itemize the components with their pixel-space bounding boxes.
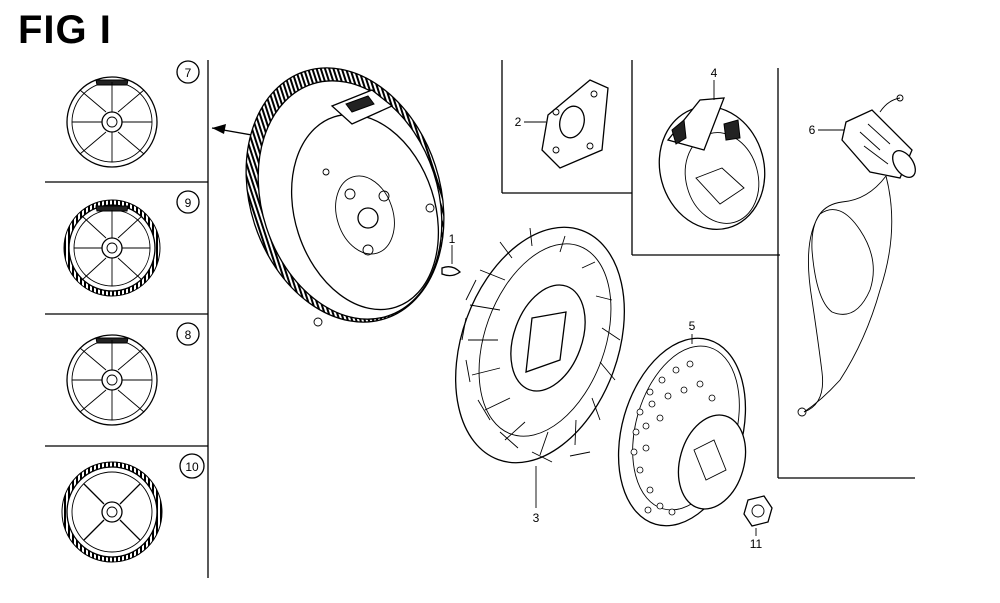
callout-11: 11 — [750, 537, 763, 551]
flywheel-main — [245, 67, 445, 327]
part-4-starter-cup — [658, 80, 766, 231]
callout-2: 2 — [515, 115, 522, 129]
callout-3: 3 — [533, 511, 540, 525]
flywheel-variant-7 — [66, 76, 158, 168]
callout-10-circle — [179, 453, 205, 479]
callout-7: 7 — [185, 66, 192, 80]
callout-4: 4 — [711, 66, 718, 80]
callout-5: 5 — [689, 319, 696, 333]
figure-title: FIG I — [18, 8, 112, 52]
part-1-key — [441, 245, 461, 277]
part-3-fan — [455, 226, 625, 508]
part-6-starter-handle — [818, 94, 916, 179]
starter-rope — [797, 175, 893, 417]
callout-1: 1 — [449, 232, 456, 246]
callout-8: 8 — [185, 328, 192, 342]
callout-7-circle — [176, 60, 200, 84]
flywheel-variant-10 — [61, 461, 163, 563]
callout-8-circle — [176, 322, 200, 346]
part-5-pulley — [617, 334, 747, 527]
callout-6: 6 — [809, 123, 816, 137]
callout-9-circle — [176, 190, 200, 214]
callout-9: 9 — [185, 196, 192, 210]
part-11-nut — [743, 495, 773, 536]
starter-assembly-frame — [501, 60, 915, 479]
variant-column: 7 9 8 — [45, 60, 209, 578]
flywheel-variant-9 — [63, 199, 161, 297]
part-2-plate — [524, 79, 609, 169]
callout-10: 10 — [185, 460, 199, 474]
flywheel-variant-8 — [66, 334, 158, 426]
